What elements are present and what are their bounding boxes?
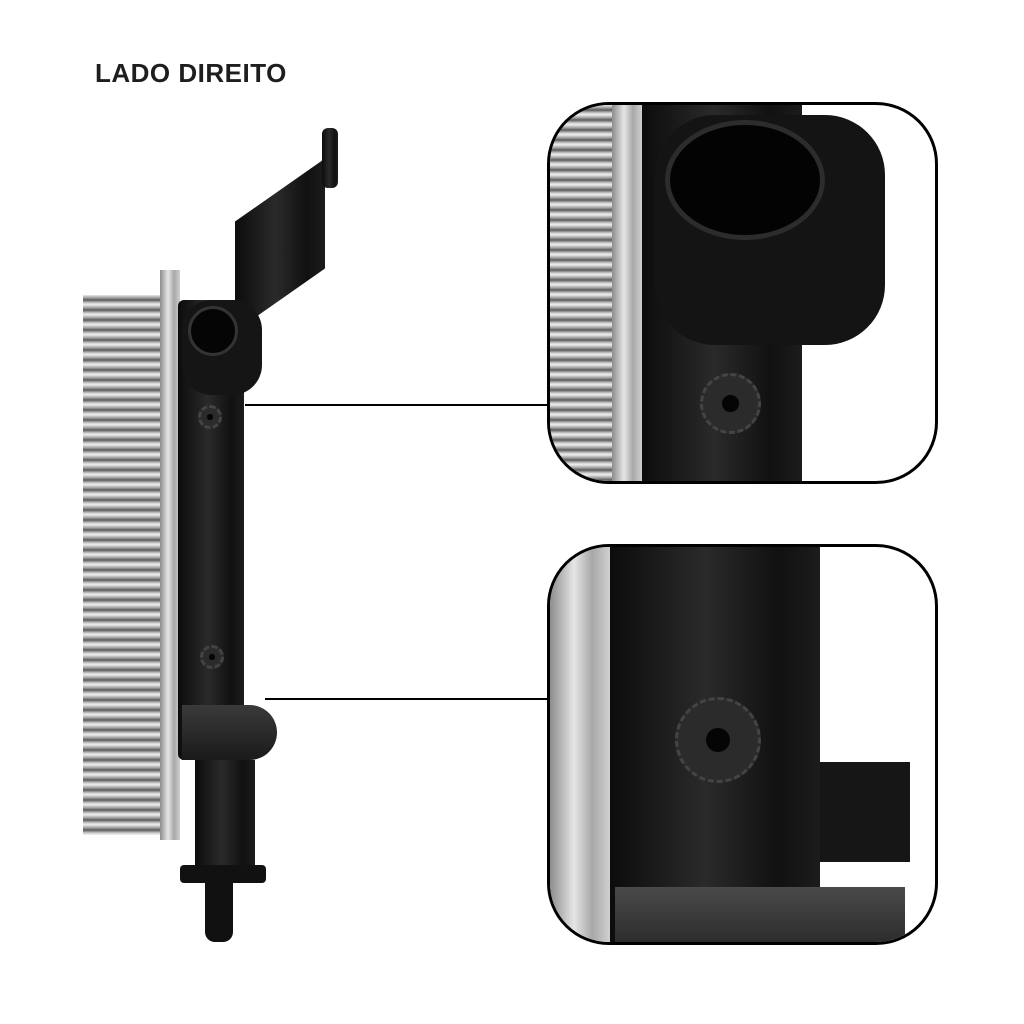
lower-gear-tab xyxy=(200,645,224,669)
radiator-fins xyxy=(83,295,163,835)
detail-gear-tab xyxy=(675,697,761,783)
outlet-pipe xyxy=(205,880,233,942)
callout-line-bottom xyxy=(265,698,550,700)
callout-line-top xyxy=(245,404,550,406)
detail-bracket-tab xyxy=(820,762,910,862)
detail-fins xyxy=(550,105,615,481)
detail-gear-tab xyxy=(700,373,761,434)
outlet-flange xyxy=(180,865,266,883)
radiator-side-plate xyxy=(160,270,180,840)
detail-lower-bracket xyxy=(615,887,905,942)
upper-gear-tab xyxy=(198,405,222,429)
detail-side-plate xyxy=(550,547,610,942)
detail-side-plate xyxy=(612,105,642,481)
upper-pin xyxy=(322,128,338,188)
detail-view-lower xyxy=(547,544,938,945)
detail-view-upper xyxy=(547,102,938,484)
lower-outlet xyxy=(195,760,255,870)
lower-bracket xyxy=(182,705,277,760)
inlet-opening xyxy=(188,306,238,356)
detail-inlet-opening xyxy=(665,120,825,240)
page-title: LADO DIREITO xyxy=(95,58,287,88)
